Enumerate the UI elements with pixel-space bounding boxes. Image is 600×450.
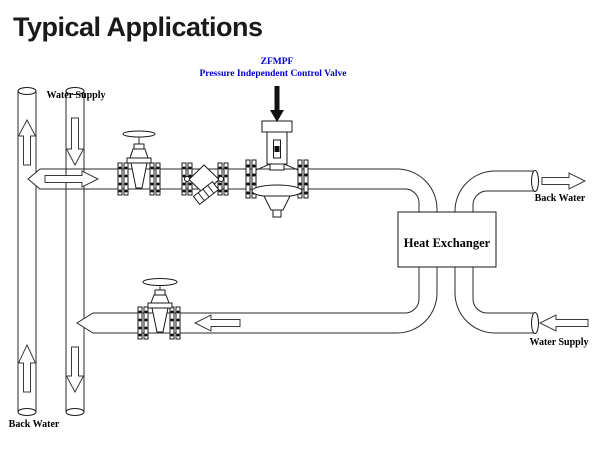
gate-valve-symbol: [142, 278, 178, 333]
pipe-open-end: [17, 408, 37, 416]
pipe-open-end: [65, 87, 85, 95]
flow-arrow-right: [44, 170, 100, 188]
flange: [117, 162, 129, 196]
right-riser-pipe: [65, 87, 85, 416]
handwheel-icon: [142, 278, 178, 286]
actuator-cap: [261, 120, 293, 133]
valve-description-label: Pressure Independent Control Valve: [199, 69, 347, 79]
flow-arrow-up: [17, 343, 37, 393]
page-title: Typical Applications: [13, 12, 263, 42]
flow-arrow-up: [17, 118, 37, 166]
label-back-water-right: Back Water: [534, 193, 586, 204]
annotation-pointer-arrow: [270, 86, 284, 122]
flow-arrow-down: [65, 117, 85, 167]
pipe-break-symbol: [531, 170, 539, 192]
flange: [137, 306, 149, 340]
label-water-supply-top: Water Supply: [46, 90, 106, 101]
return-line-pipe: [76, 266, 438, 334]
supply-line-pipe: [27, 168, 438, 213]
gate-valve-symbol: [122, 130, 156, 189]
flow-arrow-left: [193, 314, 241, 332]
flange: [149, 162, 161, 196]
handwheel-icon: [122, 130, 156, 138]
y-strainer-symbol: [184, 164, 224, 206]
secondary-in-pipe: [454, 266, 535, 334]
valve-model-label: ZFMPF: [260, 57, 294, 67]
secondary-out-pipe: [454, 170, 535, 213]
heat-exchanger-label: Heat Exchanger: [403, 236, 491, 250]
flange: [245, 159, 257, 199]
pipe-open-end: [17, 87, 37, 95]
label-back-water-bottom: Back Water: [8, 419, 60, 430]
diaphragm-chamber: [251, 184, 303, 198]
flange: [297, 159, 309, 199]
pipe-break-symbol: [531, 312, 539, 334]
control-valve-symbol: [251, 120, 303, 218]
flow-arrow-left: [538, 314, 589, 332]
flow-arrow-right: [541, 172, 587, 190]
left-riser-pipe: [17, 87, 37, 416]
heat-exchanger-box: [397, 211, 497, 268]
flow-arrow-down: [65, 346, 85, 394]
label-water-supply-right: Water Supply: [529, 337, 589, 348]
pipe-open-end: [65, 408, 85, 416]
